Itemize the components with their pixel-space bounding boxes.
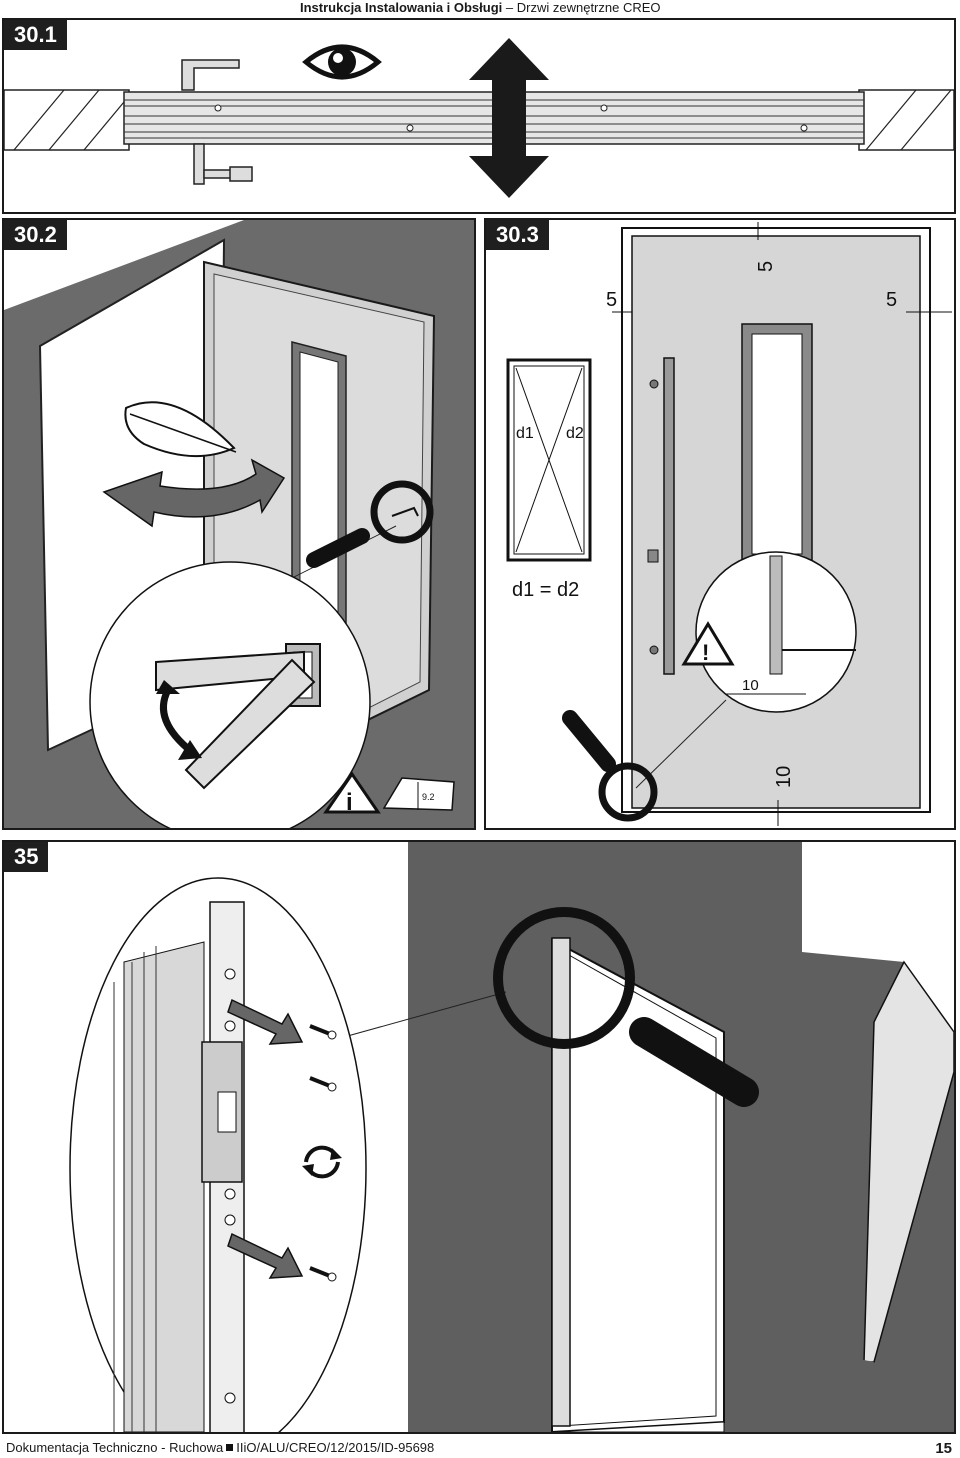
dim-top: 5 [755,261,777,272]
figure-35: 35 [2,840,956,1434]
screw-icon [309,1266,337,1282]
footer-doc-id: IIiO/ALU/CREO/12/2015/ID-95698 [236,1440,435,1455]
figure-30-3-drawing: d1 d2 d1 = d2 5 5 5 10 10 ! [506,222,952,826]
header-separator: – [505,0,514,15]
page-header: Instrukcja Instalowania i Obsługi – Drzw… [300,0,960,16]
magnifier-icon [253,907,759,1107]
figure-30-2: i 9.2 30.2 [2,218,476,830]
eye-icon [302,44,382,80]
diag-d2-label: d2 [566,425,584,442]
book-ref: 9.2 [422,792,435,802]
feather-icon [124,401,237,457]
handle-icon [181,59,253,185]
info-warning-icon: i [323,771,381,816]
figure-label-30-2: 30.2 [4,220,67,250]
svg-text:!: ! [702,640,709,665]
dim-bottom: 10 [773,766,795,788]
magnifier-icon [562,699,727,822]
screw-icon [309,1076,337,1092]
figure-30-1: 30.1 [2,18,956,214]
bullet-square-icon [226,1444,234,1451]
header-subtitle: Drzwi zewnętrzne CREO [516,0,661,15]
rotate-arrow-icon [102,458,286,528]
figure-label-30-1: 30.1 [4,20,67,50]
dim-detail: 10 [742,677,759,694]
page-number: 15 [935,1440,952,1457]
figure-35-drawing [69,842,954,1432]
handle-detail [155,643,321,790]
rotate-icon [302,1145,342,1179]
screw-icon [309,1024,337,1040]
figure-label-35: 35 [4,842,49,872]
manual-book-icon: 9.2 [382,777,455,811]
lock-detail [113,901,245,1432]
dim-right: 5 [886,289,897,311]
header-title: Instrukcja Instalowania i Obsługi [300,0,503,15]
equation-label: d1 = d2 [512,579,579,601]
up-down-arrow-icon [469,38,549,198]
footer-left-text: Dokumentacja Techniczno - Ruchowa [6,1440,224,1455]
figure-30-1-drawing [4,38,954,198]
figure-30-2-drawing: i 9.2 [4,220,474,828]
svg-text:i: i [346,789,353,816]
footer: Dokumentacja Techniczno - Ruchowa IIiO/AL… [6,1440,434,1455]
warning-icon: ! [681,621,735,666]
figure-30-3: d1 d2 d1 = d2 5 5 5 10 10 ! 30.3 [484,218,956,830]
dim-left: 5 [606,289,617,311]
figure-label-30-3: 30.3 [486,220,549,250]
diag-d1-label: d1 [516,425,534,442]
